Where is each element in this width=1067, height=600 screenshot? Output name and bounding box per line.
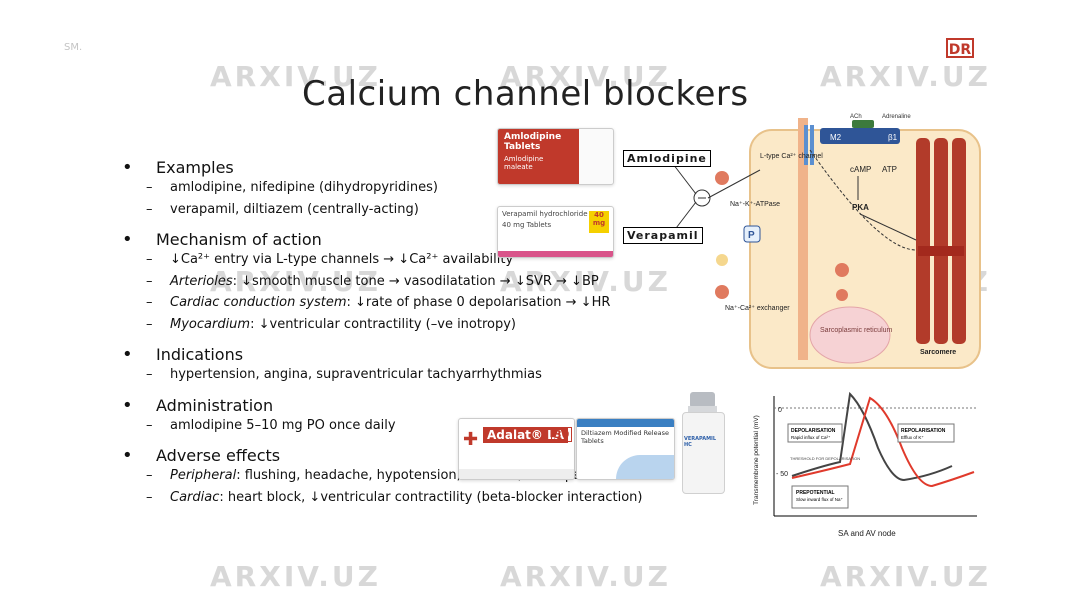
verapamil-tag: Verapamil [623,227,703,244]
bullet-item: verapamil, diltiazem (centrally-acting) [122,199,722,221]
threshold-label: THRESHOLD FOR DEPOLARISATION [790,456,860,461]
bullet-item-text: hypertension, angina, supraventricular t… [170,367,542,382]
prepot-sub: Slow inward flux of Na⁺ [796,497,844,502]
ncx-label: Na⁺-Ca²⁺ exchanger [725,305,790,312]
cross-icon: ✚ [463,429,479,450]
m2-label: M2 [830,133,842,142]
pka-label: PKA [852,203,869,212]
watermark-1: ARXIV.UZ [210,60,381,93]
depol-label: DEPOLARISATION [791,428,836,434]
prepot-label: PREPOTENTIAL [796,490,835,496]
page-title: Calcium channel blockers [302,74,749,114]
section-heading: Examples [122,157,722,178]
diltiazem-name: Diltiazem Modified Release Tablets [581,429,669,445]
adalat-name: Adalat® LA [483,427,569,443]
watermark-3: ARXIV.UZ [820,60,991,93]
watermark-2: ARXIV.UZ [500,60,671,93]
dr-logo: DR [946,38,974,58]
amlodipine-pack: Amlodipine Tablets Amlodipine maleate [497,128,614,185]
section-heading: Adverse effects [122,445,722,466]
action-potential-graph: Transmembrane potential (mV) 0 - 50 DEPO… [753,391,977,538]
bullet-item-text: amlodipine, nifedipine (dihydropyridines… [170,180,438,195]
section-heading: Administration [122,395,722,416]
bullet-item-prefix: Myocardium [170,316,251,332]
b1-label: β1 [888,133,898,142]
bullet-item-text: : heart block, ↓ventricular contractilit… [219,489,643,505]
bullet-item-text: ↓Ca²⁺ entry via L-type channels → ↓Ca²⁺ … [170,252,514,267]
ap-trace-blocked [791,396,975,488]
ap-ylabel: Transmembrane potential (mV) [753,415,760,505]
ltype-label: L-type Ca²⁺ channel [760,153,823,160]
watermark-8: ARXIV.UZ [500,560,671,593]
diltiazem-pack: Diltiazem Modified Release Tablets [576,418,675,480]
bullet-list: Examples amlodipine, nifedipine (dihydrop… [122,157,722,509]
atp-label: ATP [882,165,897,174]
repol-label: REPOLARISATION [901,428,946,434]
bullet-item: Myocardium: ↓ventricular contractility (… [122,314,722,336]
ap-tick-0: 0 [778,407,782,414]
vial-label: VERAPAMIL HC [684,436,717,448]
watermark-7: ARXIV.UZ [210,560,381,593]
bullet-item-text: : ↓smooth muscle tone → vasodilatation →… [232,273,599,289]
bullet-item-text: verapamil, diltiazem (centrally-acting) [170,201,419,217]
verapamil-pack-name: Verapamil hydrochloride [502,210,588,218]
sr-label: Sarcoplasmic reticulum [820,327,893,334]
bullet-item-prefix: Cardiac conduction system [170,295,347,310]
corner-mark: SM. [64,42,83,53]
adrenaline-label: Adrenaline [882,114,911,120]
sarcomere-fibres [916,138,966,344]
bullet-item: Cardiac conduction system: ↓rate of phas… [122,292,722,314]
verapamil-vial: VERAPAMIL HC [680,392,725,494]
repol-sub: Efflux of K⁺ [901,435,924,440]
bullet-item: ↓Ca²⁺ entry via L-type channels → ↓Ca²⁺ … [122,249,722,271]
amlodipine-tag: Amlodipine [623,150,711,167]
ap-caption: SA and AV node [838,529,896,538]
verapamil-pack: Verapamil hydrochloride 40 mg Tablets 40… [497,206,614,258]
ap-tick-50: - 50 [776,471,788,478]
nak-label: Na⁺-K⁺-ATPase [730,201,780,208]
bullet-item-prefix: Peripheral [170,468,237,483]
bullet-item: amlodipine 5–10 mg PO once daily [122,415,722,437]
watermark-9: ARXIV.UZ [820,560,991,593]
bullet-item: amlodipine, nifedipine (dihydropyridines… [122,177,722,199]
verapamil-pack-sub: 40 mg Tablets [502,221,552,229]
bullet-item: hypertension, angina, supraventricular t… [122,364,722,386]
bullet-item-prefix: Cardiac [170,489,220,505]
verapamil-badge: 40 mg [589,211,609,233]
amlodipine-pack-name: Amlodipine Tablets [504,132,562,152]
camp-label: cAMP [850,165,871,174]
p-label: P [748,230,755,241]
cardiac-cell-diagram: M2 β1 ACh Adrenaline L-type Ca²⁺ channel… [669,114,981,369]
bullet-item-text: amlodipine 5–10 mg PO once daily [170,417,396,433]
adalat-pack: ✚ Adalat® LA 30 [458,418,575,480]
bullet-item-text: : ↓ventricular contractility (–ve inotro… [250,316,517,332]
amlodipine-pack-sub: Amlodipine maleate [504,155,544,171]
bullet-item: Cardiac: heart block, ↓ventricular contr… [122,487,722,509]
ach-label: ACh [850,114,862,120]
section-heading: Indications [122,344,722,365]
bullet-item-prefix: Arterioles [170,273,233,289]
depol-sub: Rapid influx of Ca²⁺ [791,435,831,440]
section-heading: Mechanism of action [122,229,722,250]
adalat-num: 30 [551,427,573,442]
bullet-item-text: : ↓rate of phase 0 depolarisation → ↓HR [346,295,611,310]
sarcomere-label: Sarcomere [920,349,956,356]
bullet-item: Arterioles: ↓smooth muscle tone → vasodi… [122,271,722,293]
